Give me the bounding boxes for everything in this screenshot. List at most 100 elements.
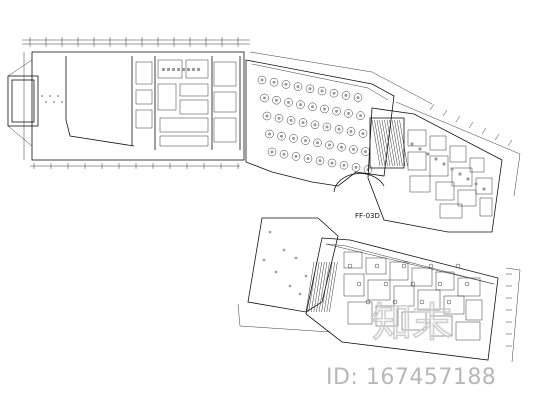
dining-table-center (292, 136, 295, 140)
fixture (392, 299, 398, 305)
room-outline (409, 175, 431, 193)
room-outline (457, 189, 477, 207)
room-outline (213, 61, 237, 87)
dining-table-center (359, 114, 362, 118)
hatch-line (391, 119, 401, 167)
hatch-line (386, 119, 396, 167)
hatch-line (379, 119, 388, 167)
fixture (426, 152, 430, 156)
fixture (304, 274, 308, 278)
dining-table (315, 156, 325, 166)
dining-table (337, 142, 346, 152)
dimension-tick (494, 133, 500, 141)
room-outline (469, 157, 485, 173)
dining-table (291, 152, 301, 161)
dining-table-center (323, 107, 326, 111)
dining-table-center (335, 109, 338, 113)
room-outline (135, 109, 153, 129)
fixture (446, 299, 452, 305)
hatch-line (321, 261, 330, 313)
fixture (450, 167, 454, 171)
dining-table-center (296, 85, 300, 89)
fixture (177, 68, 180, 71)
dining-table-center (272, 80, 276, 84)
fixture (172, 68, 175, 71)
room-outline (367, 279, 391, 301)
fixture (53, 101, 55, 103)
hatch-line (371, 119, 381, 167)
dining-table-center (280, 134, 283, 138)
dining-table-center (337, 127, 341, 131)
dining-table (325, 140, 334, 150)
fixture (356, 281, 362, 287)
hatch-line (313, 261, 323, 313)
room-outline (389, 261, 409, 281)
fixture (274, 270, 278, 274)
fixture (410, 142, 414, 146)
fixture (298, 292, 302, 296)
room-outline (449, 145, 467, 163)
fixture (167, 68, 170, 71)
dining-table (301, 136, 310, 145)
fixture (365, 299, 371, 305)
dining-table (274, 113, 284, 123)
dining-table (313, 138, 322, 148)
dining-table-center (284, 82, 288, 86)
room-outline (157, 83, 177, 111)
fixture (428, 263, 434, 269)
room-outline (479, 197, 493, 217)
dining-table-center (263, 96, 266, 100)
fixture (288, 284, 292, 288)
room-outline (135, 61, 153, 85)
right-wing (367, 101, 521, 233)
dining-table-center (299, 103, 302, 107)
fixture (282, 248, 286, 252)
fixture (410, 281, 416, 287)
fixture (464, 281, 470, 287)
dining-table (308, 102, 317, 112)
fixture (442, 162, 446, 166)
fixture (437, 281, 443, 287)
room-outline (407, 151, 427, 171)
dining-table-center (275, 98, 278, 102)
hatch-line (323, 261, 333, 313)
fixture (482, 187, 486, 191)
dining-table-center (364, 150, 367, 154)
area-label: FF-03D (355, 212, 380, 220)
fixture (419, 299, 425, 305)
room-outline (159, 117, 209, 133)
dining-table-center (332, 91, 336, 95)
dining-table (286, 116, 296, 125)
dining-table (322, 122, 332, 132)
room-outline (213, 117, 237, 143)
fixture (401, 263, 407, 269)
dining-table (339, 160, 349, 170)
room-outline (465, 299, 483, 321)
hatch-line (305, 261, 315, 313)
room-outline (343, 273, 365, 297)
fixture (458, 172, 462, 176)
fixture (418, 147, 422, 151)
dimension-tick (468, 121, 474, 129)
dining-table-center (361, 132, 365, 136)
room-outline (435, 181, 455, 201)
dining-table-center (306, 157, 310, 161)
hatch-line (394, 119, 403, 167)
room-outline (457, 277, 481, 297)
room-outline (451, 167, 473, 187)
room-outline (365, 257, 387, 275)
dining-table-center (308, 87, 312, 91)
dining-table (284, 98, 293, 107)
hatch-line (399, 119, 408, 167)
dining-table-center (277, 116, 281, 120)
hatch-line (326, 261, 336, 313)
dining-table (293, 82, 303, 91)
dining-table (310, 120, 320, 130)
fixture (187, 68, 190, 71)
fixture (192, 68, 195, 71)
fixture (162, 68, 165, 71)
dining-table (279, 149, 289, 159)
dining-table (277, 131, 286, 141)
dining-table-center (354, 165, 358, 169)
hatch-line (329, 261, 338, 313)
